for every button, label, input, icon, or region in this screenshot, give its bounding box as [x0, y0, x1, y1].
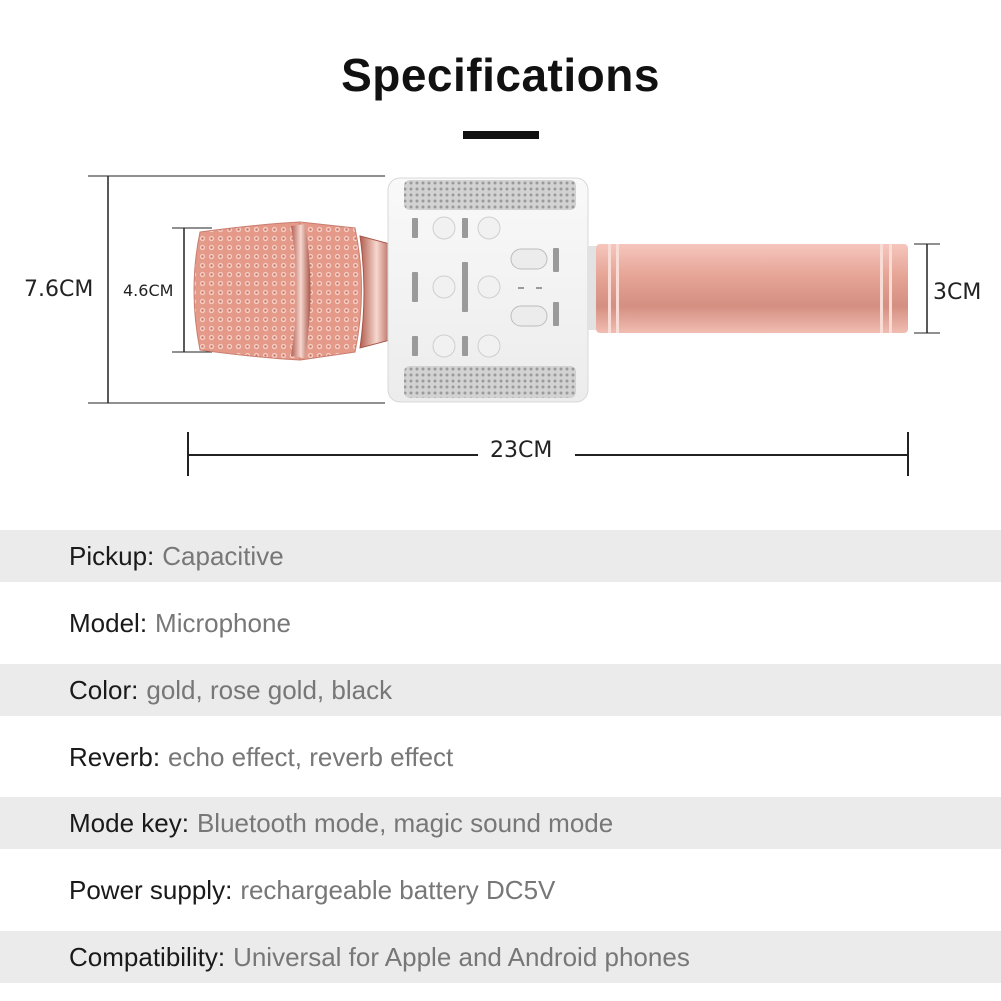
spec-label: Mode key: [69, 807, 189, 838]
length-label: 23CM [490, 438, 553, 463]
handle-diameter-label: 3CM [933, 280, 982, 305]
spec-row-pickup: Pickup: Capacitive [0, 530, 1001, 582]
outer-height-label: 7.6CM [24, 277, 94, 302]
spec-label: Power supply: [69, 874, 233, 905]
spec-label: Pickup: [69, 540, 155, 571]
microphone-head [193, 221, 394, 361]
head-height-label: 4.6CM [123, 281, 174, 300]
spec-label: Model: [69, 607, 148, 638]
spec-row-reverb: Reverb: echo effect, reverb effect [0, 731, 1001, 783]
spec-label: Compatibility: [69, 941, 226, 972]
spec-value: echo effect, reverb effect [168, 741, 454, 772]
microphone-diagram [88, 175, 940, 476]
spec-value: Bluetooth mode, magic sound mode [196, 807, 614, 838]
spec-row-compatibility: Compatibility: Universal for Apple and A… [0, 931, 1001, 983]
outer-height-dimension [88, 175, 385, 404]
spec-value: Universal for Apple and Android phones [233, 941, 690, 972]
handle-diameter-dimension [914, 243, 940, 334]
spec-row-mode-key: Mode key: Bluetooth mode, magic sound mo… [0, 797, 1001, 849]
title-underline [463, 131, 539, 139]
spec-value: rechargeable battery DC5V [240, 874, 556, 905]
page-title: Specifications [341, 49, 660, 101]
microphone-body [387, 177, 589, 403]
spec-label: Color: [69, 674, 139, 705]
length-dimension [187, 432, 909, 476]
spec-value: Capacitive [162, 540, 284, 571]
spec-label: Reverb: [69, 741, 161, 772]
spec-value: gold, rose gold, black [146, 674, 393, 705]
spec-value: Microphone [155, 607, 291, 638]
spec-row-color: Color: gold, rose gold, black [0, 664, 1001, 716]
microphone-handle [587, 244, 908, 333]
spec-row-model: Model: Microphone [0, 597, 1001, 649]
head-height-dimension [172, 227, 212, 353]
spec-row-power-supply: Power supply: rechargeable battery DC5V [0, 864, 1001, 916]
